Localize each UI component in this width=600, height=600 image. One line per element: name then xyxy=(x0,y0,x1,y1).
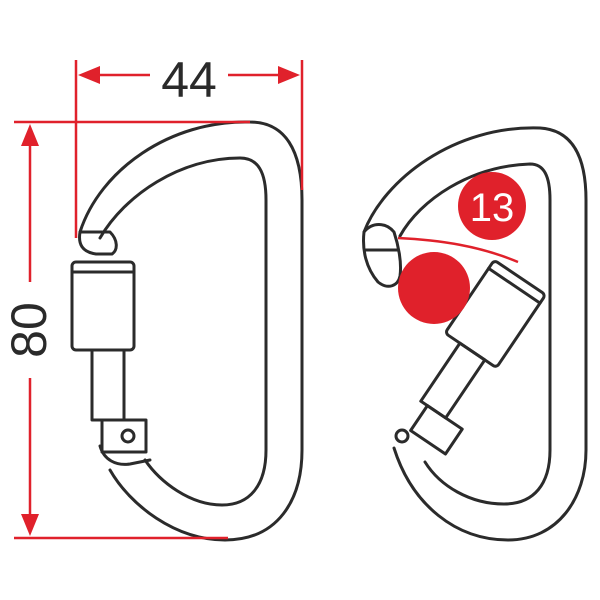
width-label: 44 xyxy=(161,52,217,108)
open-gate-nose xyxy=(362,223,402,288)
open-frame-inner xyxy=(398,162,552,506)
gate-opening-arc xyxy=(397,236,519,264)
gate-opening-marker xyxy=(398,252,470,324)
height-label: 80 xyxy=(1,302,57,358)
gate-opening-label: 13 xyxy=(470,186,515,230)
open-hinge-rivet xyxy=(394,428,410,444)
hinge-rivet xyxy=(120,428,136,444)
gate-bar xyxy=(90,348,126,422)
gate-hinge xyxy=(100,418,148,454)
arrowhead-right xyxy=(278,66,300,84)
carabiner-open xyxy=(362,126,588,542)
gate-nose xyxy=(78,230,118,256)
carabiner-closed xyxy=(70,120,304,542)
lock-sleeve xyxy=(70,260,136,352)
dimension-width xyxy=(74,60,304,238)
open-frame-outer xyxy=(362,126,588,542)
carabiner-frame-inner xyxy=(98,156,268,507)
arrowhead-bottom xyxy=(21,514,39,536)
arrowhead-left xyxy=(78,66,100,84)
dimension-height xyxy=(14,120,250,540)
gate-opening-badge xyxy=(458,172,526,240)
open-gate-hinge xyxy=(409,404,464,456)
arrowhead-top xyxy=(21,124,39,146)
carabiner-frame-outer xyxy=(78,120,304,542)
